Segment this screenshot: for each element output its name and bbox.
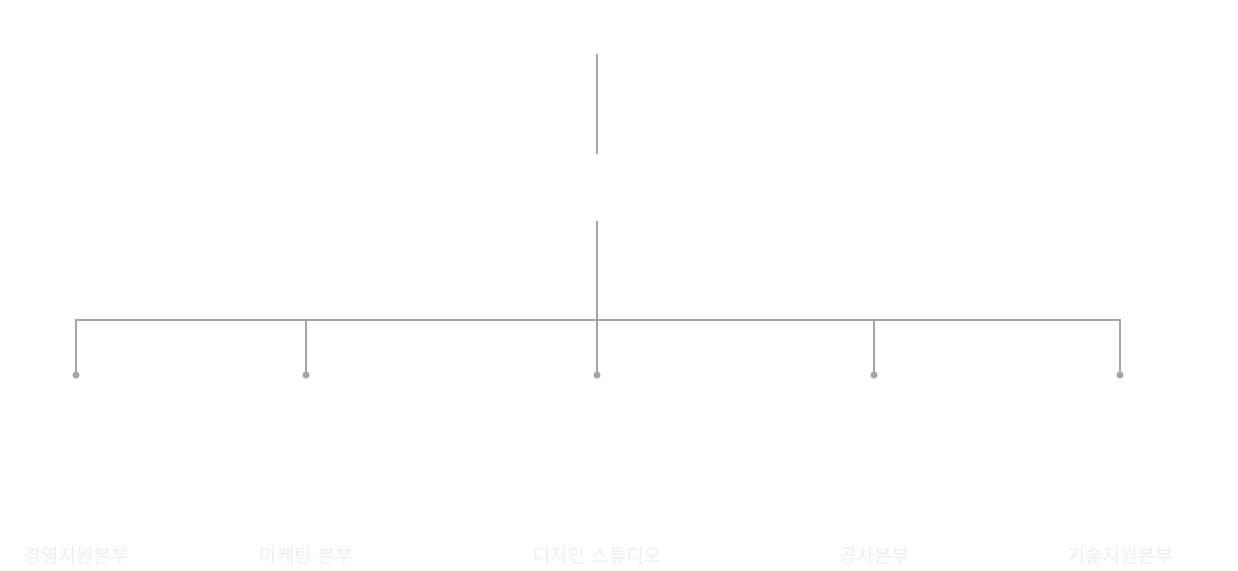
node-dot-technical-support bbox=[1116, 371, 1124, 379]
dept-label-construction: 공사본부 bbox=[839, 545, 909, 567]
dept-label-marketing: 마케팅 본부 bbox=[259, 545, 353, 567]
dept-label-design-studio: 디자인 스튜디오 bbox=[532, 545, 662, 567]
node-dot-design-studio bbox=[593, 371, 601, 379]
dept-label-management-support: 경영지원본부 bbox=[23, 545, 129, 567]
node-dot-construction bbox=[870, 371, 878, 379]
dept-label-technical-support: 기술지원본부 bbox=[1067, 545, 1173, 567]
node-dot-management-support bbox=[72, 371, 80, 379]
node-dot-marketing bbox=[302, 371, 310, 379]
